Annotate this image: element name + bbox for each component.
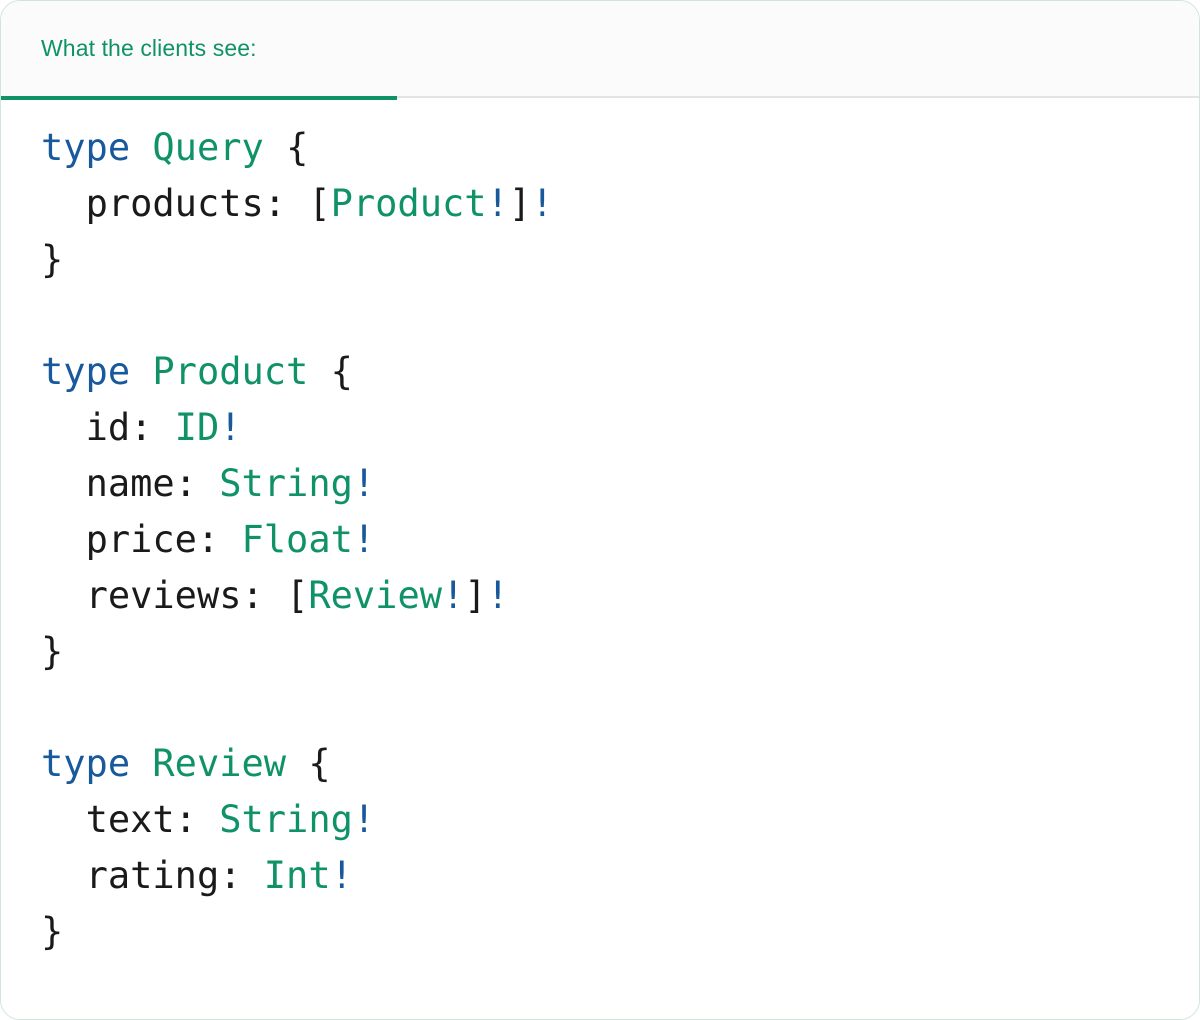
graphql-schema-code: type Query { products: [Product!]! } typ… xyxy=(41,120,1159,960)
code-block-review: type Review { text: String! rating: Int!… xyxy=(41,742,375,953)
non-null-inner: ! xyxy=(442,574,465,617)
blank-line xyxy=(41,288,1159,344)
non-null-inner: ! xyxy=(486,182,509,225)
keyword-type: type xyxy=(41,742,131,785)
open-brace: { xyxy=(286,126,309,169)
open-brace: { xyxy=(308,742,331,785)
keyword-type: type xyxy=(41,126,131,169)
tab-bar: What the clients see: xyxy=(1,1,1199,100)
non-null: ! xyxy=(330,854,353,897)
type-name-review: Review xyxy=(152,742,287,785)
field-rating: rating: xyxy=(85,854,242,897)
non-null-outer: ! xyxy=(486,574,509,617)
field-reviews: reviews: xyxy=(85,574,264,617)
blank-line xyxy=(41,680,1159,736)
field-type-id: ID xyxy=(174,406,220,449)
field-name: name: xyxy=(85,462,197,505)
close-brace: } xyxy=(41,630,64,673)
field-type-int: Int xyxy=(263,854,331,897)
non-null: ! xyxy=(219,406,242,449)
field-price: price: xyxy=(85,518,220,561)
code-block-query: type Query { products: [Product!]! } xyxy=(41,126,553,281)
field-products: products: xyxy=(85,182,287,225)
close-bracket: ] xyxy=(508,182,532,225)
non-null: ! xyxy=(352,518,376,561)
schema-code-body: type Query { products: [Product!]! } typ… xyxy=(1,98,1199,1019)
close-bracket: ] xyxy=(464,574,487,617)
field-id: id: xyxy=(85,406,153,449)
field-type-string: String xyxy=(219,462,353,505)
field-type-product: Product xyxy=(330,182,487,225)
non-null: ! xyxy=(352,462,376,505)
open-bracket: [ xyxy=(308,182,331,225)
open-brace: { xyxy=(330,350,353,393)
type-name-query: Query xyxy=(152,126,264,169)
type-name-product: Product xyxy=(152,350,309,393)
field-type-string: String xyxy=(219,798,353,841)
close-brace: } xyxy=(41,238,64,281)
close-brace: } xyxy=(41,910,64,953)
tab-label: What the clients see: xyxy=(41,35,257,61)
field-type-review: Review xyxy=(308,574,442,617)
field-text: text: xyxy=(85,798,197,841)
open-bracket: [ xyxy=(286,574,309,617)
non-null-outer: ! xyxy=(531,182,554,225)
tab-clients-view[interactable]: What the clients see: xyxy=(1,1,397,100)
code-block-product: type Product { id: ID! name: String! pri… xyxy=(41,350,509,673)
non-null: ! xyxy=(352,798,376,841)
keyword-type: type xyxy=(41,350,131,393)
field-type-float: Float xyxy=(241,518,353,561)
